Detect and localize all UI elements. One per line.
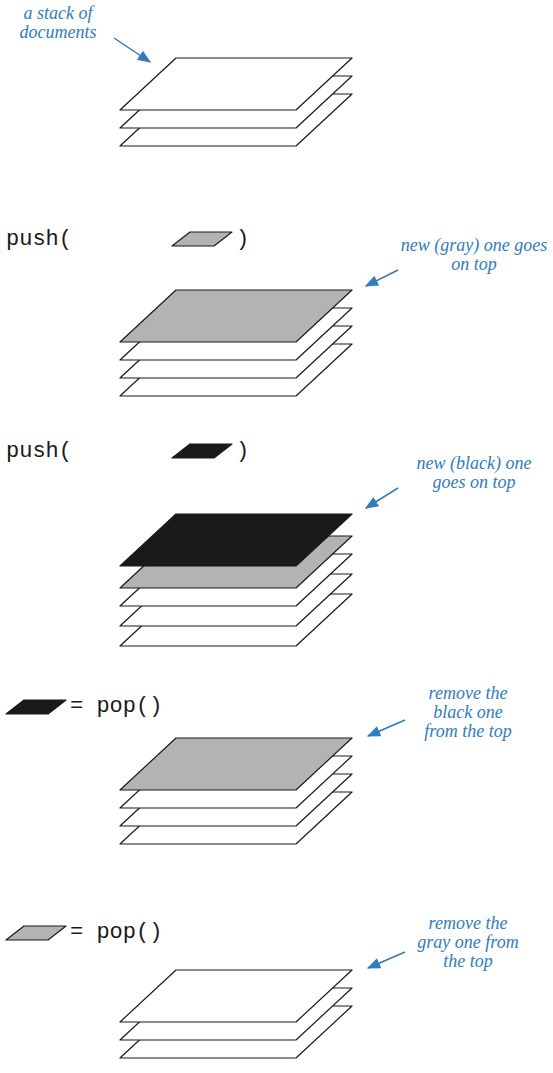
code-text: = pop() (70, 695, 162, 719)
annotation: remove the gray one from the top (416, 914, 520, 971)
annotation: a stack of documents (2, 4, 114, 42)
code-text: ) (236, 228, 249, 252)
annotation: new (gray) one goes on top (398, 236, 550, 274)
annotation: remove the black one from the top (416, 684, 520, 741)
code-text: = pop() (70, 921, 162, 945)
code-text: push( (6, 228, 72, 252)
code-text: push( (6, 440, 72, 464)
code-text: ) (236, 440, 249, 464)
annotation: new (black) one goes on top (398, 454, 550, 492)
